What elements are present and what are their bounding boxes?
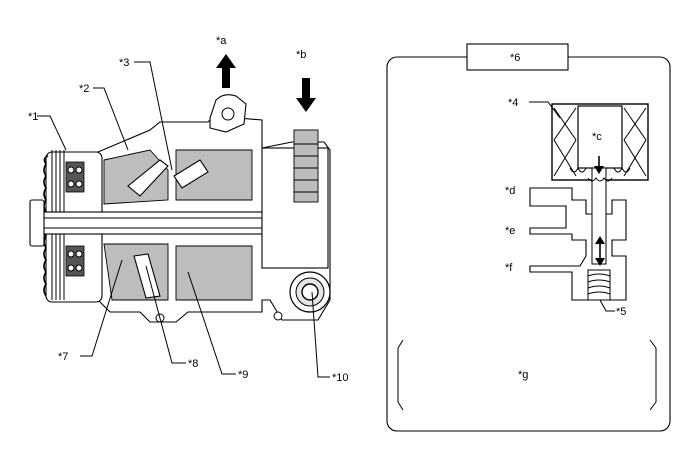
drive-shaft <box>33 211 267 235</box>
suction-connector <box>289 271 331 313</box>
callout-d: *d <box>505 185 515 197</box>
callout-3: *3 <box>119 57 129 69</box>
leader-lines <box>37 61 330 378</box>
compressor-assembly <box>29 94 331 323</box>
callout-e: *e <box>505 225 515 237</box>
callout-a: *a <box>216 35 227 47</box>
callout-7: *7 <box>58 351 68 363</box>
callout-9: *9 <box>238 369 248 381</box>
control-valve-panel <box>386 43 671 432</box>
callout-g: *g <box>518 369 528 381</box>
callout-f: *f <box>505 262 513 274</box>
callout-6: *6 <box>510 52 520 64</box>
clutch-coil <box>65 161 85 277</box>
swash-plate-upper <box>127 159 169 197</box>
swash-plate-lower <box>133 253 161 299</box>
callout-labels: *1 *2 *3 *a *b *7 *8 *9 *10 *6 *4 *c *d … <box>28 35 626 384</box>
arrow-up-icon <box>216 54 236 88</box>
callout-c: *c <box>592 131 602 143</box>
callout-10: *10 <box>332 372 349 384</box>
callout-b: *b <box>296 49 306 61</box>
callout-8: *8 <box>188 358 198 370</box>
callout-4: *4 <box>508 97 518 109</box>
callout-5: *5 <box>616 306 626 318</box>
callout-1: *1 <box>28 111 38 123</box>
arrow-down-icon <box>296 78 316 112</box>
bellows <box>587 269 611 301</box>
callout-2: *2 <box>79 83 89 95</box>
